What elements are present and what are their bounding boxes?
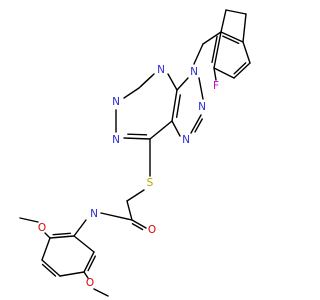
bond-layer — [19, 9, 251, 297]
triazole-bond — [171, 120, 181, 137]
o-ch3-bond — [93, 288, 109, 297]
pyrimidine-n-top: N — [157, 64, 165, 76]
triazole-n-top: N — [190, 66, 198, 78]
methoxy-oxygen-para: O — [86, 277, 94, 289]
phenyl-bond — [220, 31, 244, 43]
atom-label-layer: N N N N N N S F O N H O O — [38, 64, 219, 289]
structure-svg: N N N N N N S F O N H O O — [19, 9, 251, 297]
aryl-bond — [49, 235, 75, 239]
fluorine-atom: F — [213, 80, 219, 92]
phenyl-bond — [220, 9, 227, 33]
phenyl-bond — [242, 41, 251, 64]
amide-nitrogen: N — [90, 208, 98, 220]
phenyl-bond — [202, 31, 222, 45]
phenyl-bond — [242, 13, 247, 43]
aryl-n-bond — [73, 219, 87, 237]
phenyl-bond — [225, 9, 247, 15]
triazole-n-mid: N — [198, 101, 206, 113]
triazole-bond-inner — [194, 118, 203, 133]
methoxy-oxygen-ortho: O — [38, 222, 46, 234]
pyrimidine-bond-inner — [175, 94, 181, 118]
triazole-bond — [176, 77, 189, 91]
benzyl-ch2-bond — [193, 43, 204, 65]
phenyl-bond-inner — [233, 62, 247, 75]
ch2-s-bond — [126, 189, 145, 202]
phenyl-bond-inner — [222, 35, 240, 45]
aryl-bond — [41, 259, 61, 277]
triazole-n-low: N — [182, 134, 190, 146]
pyrimidine-n-low: N — [112, 134, 120, 146]
c-o-double-bond-inner — [131, 223, 144, 231]
c-o-bond — [44, 232, 51, 239]
pyrimidine-n-left: N — [112, 96, 120, 108]
pyrimidine-bond — [171, 89, 178, 122]
pyrimidine-bond-inner — [127, 133, 148, 136]
aryl-bond — [73, 235, 95, 253]
amide-bond — [100, 212, 133, 221]
triazole-bond — [190, 114, 202, 134]
aryl-bond-inner — [87, 255, 96, 272]
ch2-carbonyl-bond — [126, 200, 133, 221]
pyrimidine-bond-inner — [140, 75, 153, 87]
sulfur-atom: S — [147, 177, 154, 189]
pyrimidine-bond — [149, 120, 173, 140]
aryl-bond — [59, 271, 85, 277]
molecule-diagram: N N N N N N S F O N H O O — [19, 9, 251, 297]
aryl-bond — [41, 237, 51, 261]
aryl-bond-inner — [41, 263, 57, 277]
aryl-bond — [83, 251, 95, 273]
o-ch3-bond — [19, 217, 39, 223]
phenyl-bond — [213, 31, 222, 69]
c-o-bond — [83, 271, 89, 279]
aryl-bond-inner — [52, 232, 72, 236]
phenyl-bond — [213, 67, 235, 79]
c-o-double-bond — [131, 219, 147, 229]
phenyl-bond — [233, 62, 251, 79]
carbonyl-oxygen: O — [148, 224, 156, 236]
c-f-bond — [213, 67, 217, 81]
pyrimidine-bond — [167, 73, 178, 91]
phenyl-bond-inner — [211, 35, 218, 64]
pyrimidine-bond — [123, 137, 151, 140]
triazole-bond — [198, 77, 204, 100]
pyrimidine-bond — [123, 87, 140, 99]
